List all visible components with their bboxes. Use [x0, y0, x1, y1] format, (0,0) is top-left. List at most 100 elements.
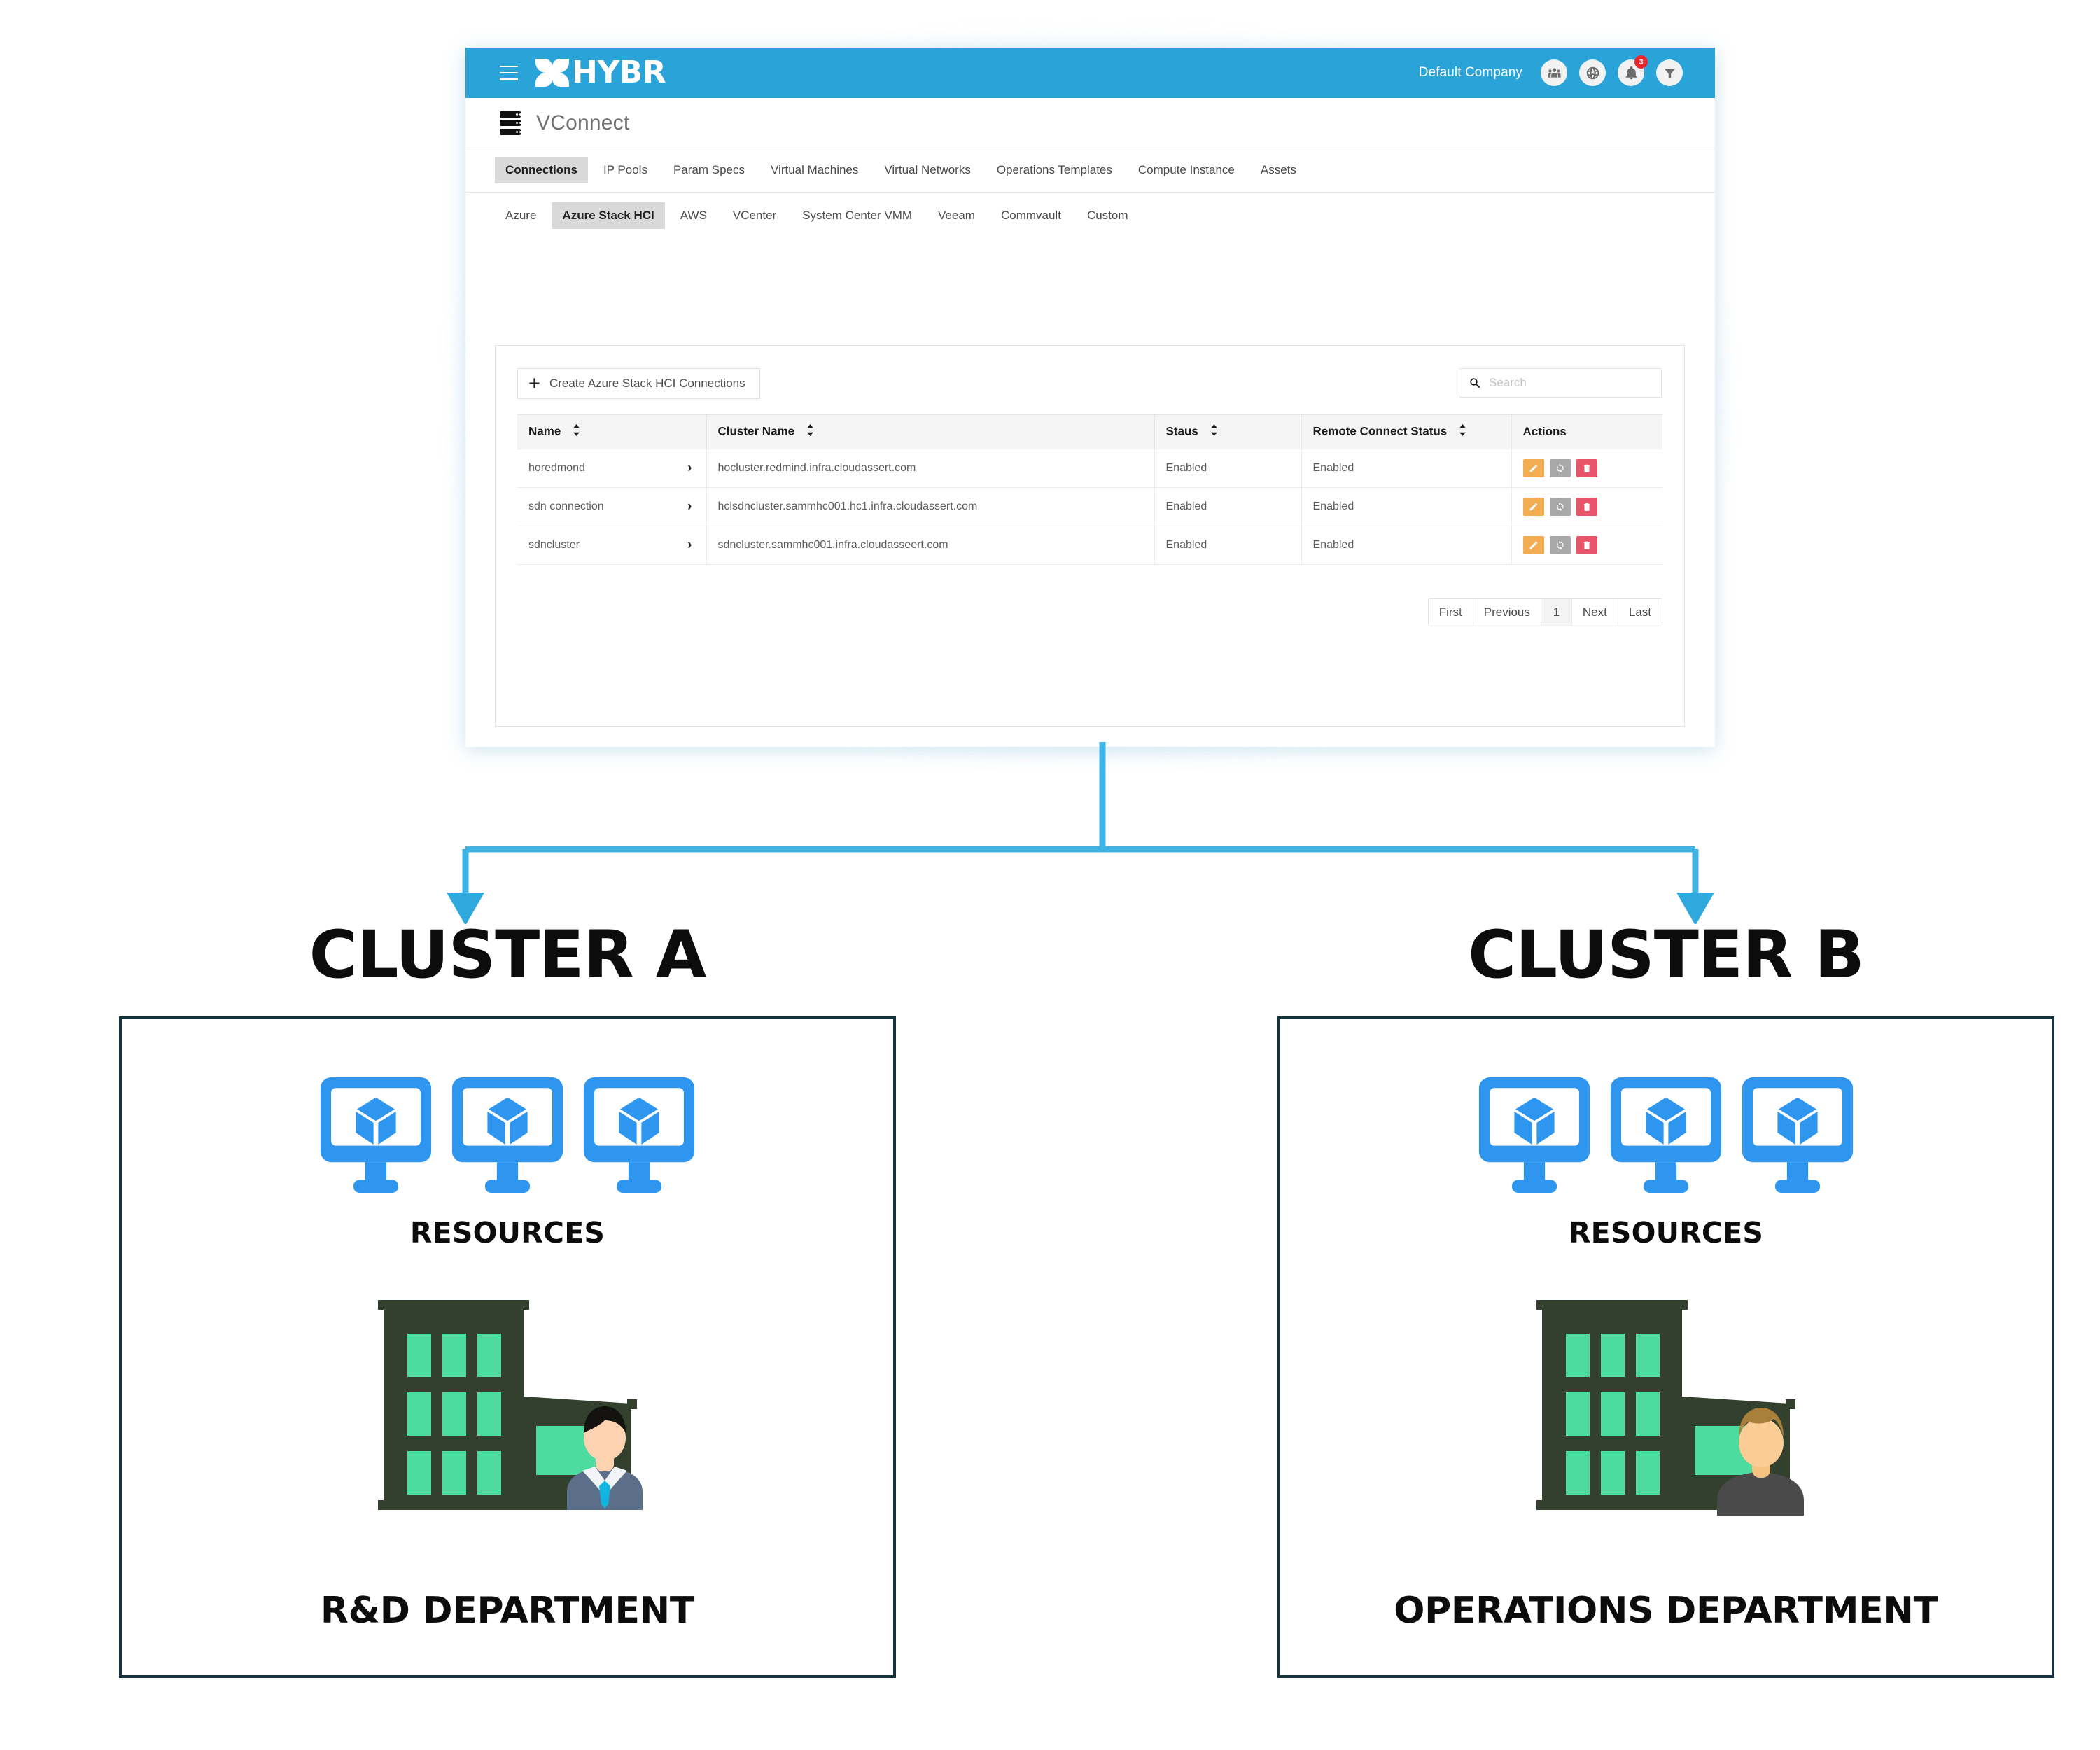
sync-refresh-icon	[1556, 502, 1564, 512]
hybr-x-logo-icon	[536, 59, 569, 87]
row-name-text: horedmond	[528, 462, 585, 474]
monitor-cube-icon	[320, 1077, 432, 1193]
cell-name: horedmond ›	[517, 449, 707, 488]
cluster-b-department-label: OPERATIONS DEPARTMENT	[1394, 1590, 1938, 1632]
app-window: HYBR Default Company	[465, 48, 1715, 747]
tab-connections[interactable]: Connections	[495, 157, 588, 183]
cell-name: sdncluster ›	[517, 526, 707, 565]
pagination-next[interactable]: Next	[1572, 599, 1618, 626]
trash-icon	[1583, 541, 1590, 550]
trash-icon	[1583, 503, 1590, 511]
search-icon	[1470, 377, 1480, 388]
cell-actions	[1511, 526, 1662, 565]
pagination-current-page[interactable]: 1	[1541, 599, 1572, 626]
cell-remote-connect-status: Enabled	[1301, 526, 1512, 565]
create-connection-button[interactable]: + Create Azure Stack HCI Connections	[517, 368, 760, 399]
column-label-status: Staus	[1166, 424, 1198, 438]
tab-operations-templates[interactable]: Operations Templates	[996, 163, 1112, 176]
filter-button[interactable]	[1656, 59, 1683, 86]
cluster-a-title: CLUSTER A	[309, 917, 707, 993]
filter-funnel-icon	[1664, 68, 1675, 78]
users-group-button[interactable]	[1541, 59, 1567, 86]
search-input[interactable]	[1460, 369, 1661, 397]
connections-card: + Create Azure Stack HCI Connections Nam…	[495, 345, 1685, 727]
chevron-right-icon[interactable]: ›	[687, 538, 692, 552]
notifications-button[interactable]: 3	[1618, 55, 1648, 86]
secondary-tab-bar: Azure Azure Stack HCI AWS VCenter System…	[465, 192, 1715, 239]
tab-veeam[interactable]: Veeam	[938, 209, 975, 222]
cluster-a-illustration	[122, 1293, 893, 1524]
sort-icon[interactable]	[1459, 424, 1466, 440]
pencil-icon	[1530, 464, 1537, 472]
chevron-right-icon[interactable]: ›	[687, 461, 692, 475]
create-connection-label: Create Azure Stack HCI Connections	[549, 377, 746, 390]
bell-icon	[1625, 66, 1637, 79]
sync-button[interactable]	[1549, 498, 1571, 516]
monitor-cube-icon	[1478, 1077, 1590, 1193]
tab-aws[interactable]: AWS	[680, 209, 707, 222]
edit-button[interactable]	[1522, 536, 1544, 554]
page-title: VConnect	[536, 111, 630, 134]
tab-vcenter[interactable]: VCenter	[732, 209, 777, 222]
column-header-name[interactable]: Name	[517, 414, 707, 449]
cell-status: Enabled	[1154, 449, 1302, 488]
topbar-actions: Default Company	[1419, 55, 1683, 86]
delete-button[interactable]	[1576, 459, 1597, 477]
column-header-cluster-name[interactable]: Cluster Name	[706, 414, 1155, 449]
businessman-suit-avatar	[567, 1406, 643, 1510]
tab-virtual-machines[interactable]: Virtual Machines	[771, 163, 859, 176]
delete-button[interactable]	[1576, 536, 1597, 554]
tab-custom[interactable]: Custom	[1086, 209, 1128, 222]
sync-refresh-icon	[1556, 540, 1564, 550]
cluster-b-illustration	[1280, 1293, 2052, 1524]
cell-remote-connect-status: Enabled	[1301, 449, 1512, 488]
column-header-actions: Actions	[1511, 414, 1662, 449]
cell-cluster-name: hclsdncluster.sammhc001.hc1.infra.clouda…	[706, 487, 1155, 526]
pagination-previous[interactable]: Previous	[1473, 599, 1541, 626]
page-header: VConnect	[465, 98, 1715, 148]
tab-virtual-networks[interactable]: Virtual Networks	[884, 163, 971, 176]
search-box[interactable]	[1459, 368, 1662, 398]
table-row[interactable]: sdn connection › hclsdncluster.sammhc001…	[517, 487, 1662, 526]
table-row[interactable]: horedmond › hocluster.redmind.infra.clou…	[517, 449, 1662, 488]
column-header-status[interactable]: Staus	[1154, 414, 1302, 449]
hamburger-menu-icon[interactable]	[500, 65, 518, 80]
cell-name: sdn connection ›	[517, 487, 707, 526]
sort-icon[interactable]	[573, 424, 580, 440]
tab-compute-instance[interactable]: Compute Instance	[1138, 163, 1235, 176]
tab-azure-stack-hci[interactable]: Azure Stack HCI	[552, 202, 665, 229]
tab-system-center-vmm[interactable]: System Center VMM	[802, 209, 913, 222]
notification-badge: 3	[1634, 55, 1648, 69]
connector-arrows	[447, 742, 1714, 924]
pagination-first[interactable]: First	[1428, 599, 1474, 626]
delete-button[interactable]	[1576, 498, 1597, 516]
cell-cluster-name: sdncluster.sammhc001.infra.cloudasseert.…	[706, 526, 1155, 565]
sort-icon[interactable]	[806, 424, 814, 440]
cell-actions	[1511, 449, 1662, 488]
edit-button[interactable]	[1522, 498, 1544, 516]
tab-ip-pools[interactable]: IP Pools	[603, 163, 648, 176]
edit-button[interactable]	[1522, 459, 1544, 477]
monitor-cube-icon	[451, 1077, 564, 1193]
pagination-last[interactable]: Last	[1618, 599, 1662, 626]
card-toolbar: + Create Azure Stack HCI Connections	[496, 346, 1684, 399]
tab-commvault[interactable]: Commvault	[1000, 209, 1061, 222]
tab-assets[interactable]: Assets	[1260, 163, 1296, 176]
sort-icon[interactable]	[1210, 424, 1218, 440]
cluster-b: CLUSTER B	[1278, 923, 2054, 1678]
sync-button[interactable]	[1549, 459, 1571, 477]
connections-table: Name Cluster Name Staus	[517, 414, 1662, 565]
sync-button[interactable]	[1549, 536, 1571, 554]
column-header-remote-connect-status[interactable]: Remote Connect Status	[1301, 414, 1512, 449]
tab-param-specs[interactable]: Param Specs	[673, 163, 746, 176]
tab-azure[interactable]: Azure	[505, 209, 537, 222]
column-label-cluster-name: Cluster Name	[718, 424, 795, 438]
cluster-a: CLUSTER A	[119, 923, 896, 1678]
chevron-right-icon[interactable]: ›	[687, 499, 692, 514]
plus-icon: +	[528, 372, 540, 395]
table-row[interactable]: sdncluster › sdncluster.sammhc001.infra.…	[517, 526, 1662, 565]
globe-icon	[1586, 66, 1599, 79]
cell-actions	[1511, 487, 1662, 526]
globe-button[interactable]	[1579, 59, 1606, 86]
sync-refresh-icon	[1556, 463, 1564, 473]
